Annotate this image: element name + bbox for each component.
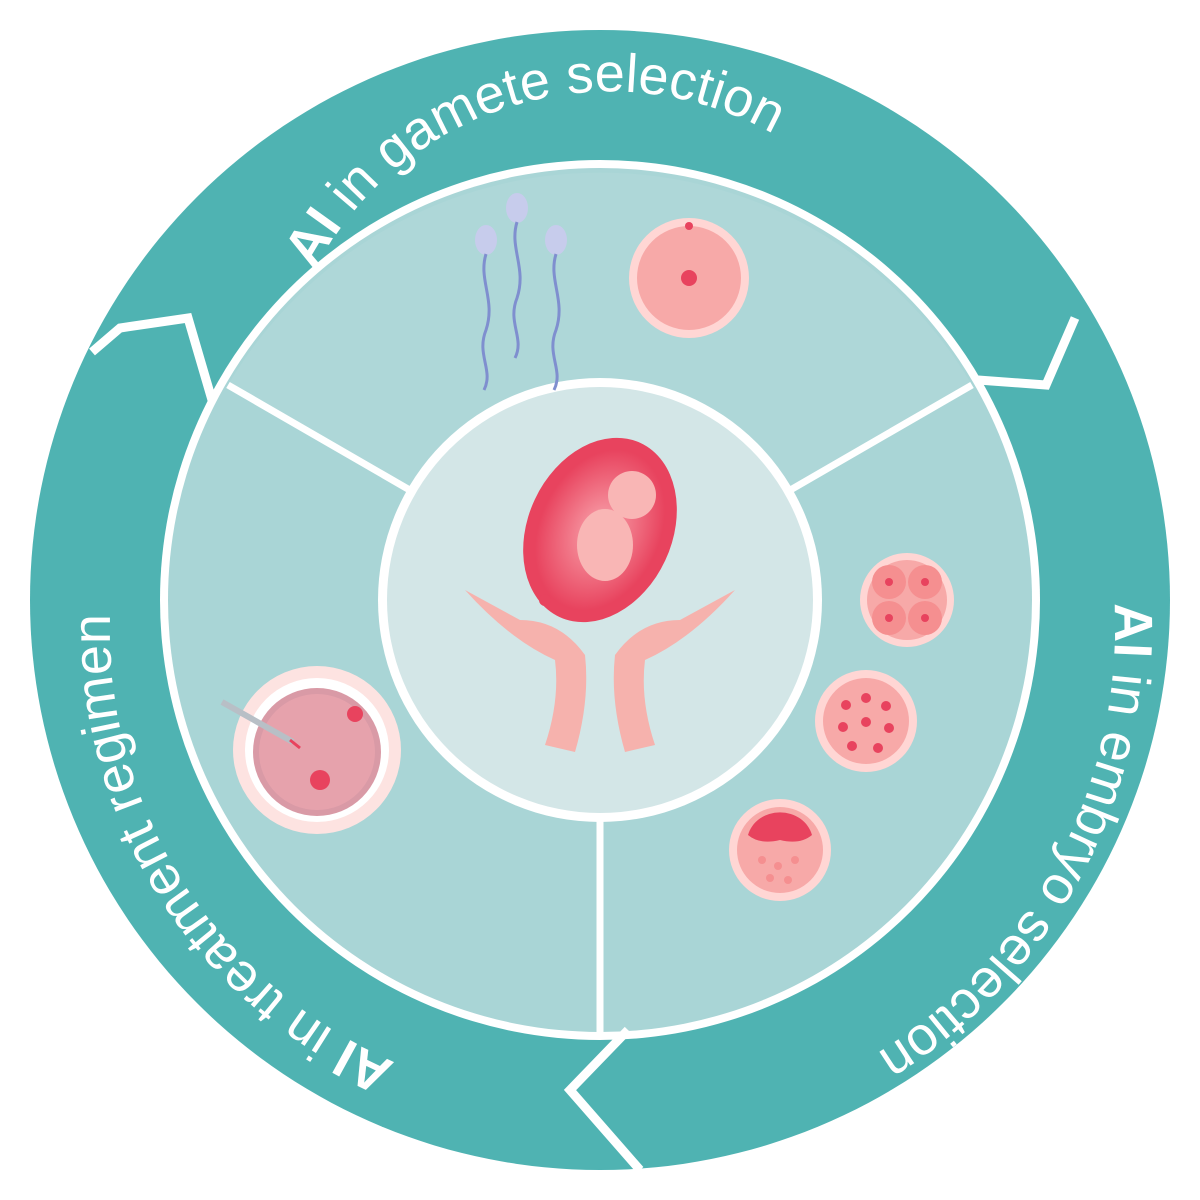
ring-arrow-bottom (563, 1026, 644, 1173)
fetus-in-womb-icon (523, 437, 677, 623)
morula-icon (815, 670, 917, 772)
caring-hands-icon (465, 590, 735, 752)
oocyte-icon (629, 218, 749, 338)
blastocyst-icon (729, 799, 831, 901)
label-embryo-strong: AI (1102, 603, 1163, 660)
sperm-icon (475, 193, 567, 391)
four-cell-embryo-icon (860, 553, 954, 647)
ring-arrow-left (89, 312, 217, 402)
ring-arrow-right (977, 316, 1080, 390)
icsi-injection-icon (220, 666, 401, 834)
